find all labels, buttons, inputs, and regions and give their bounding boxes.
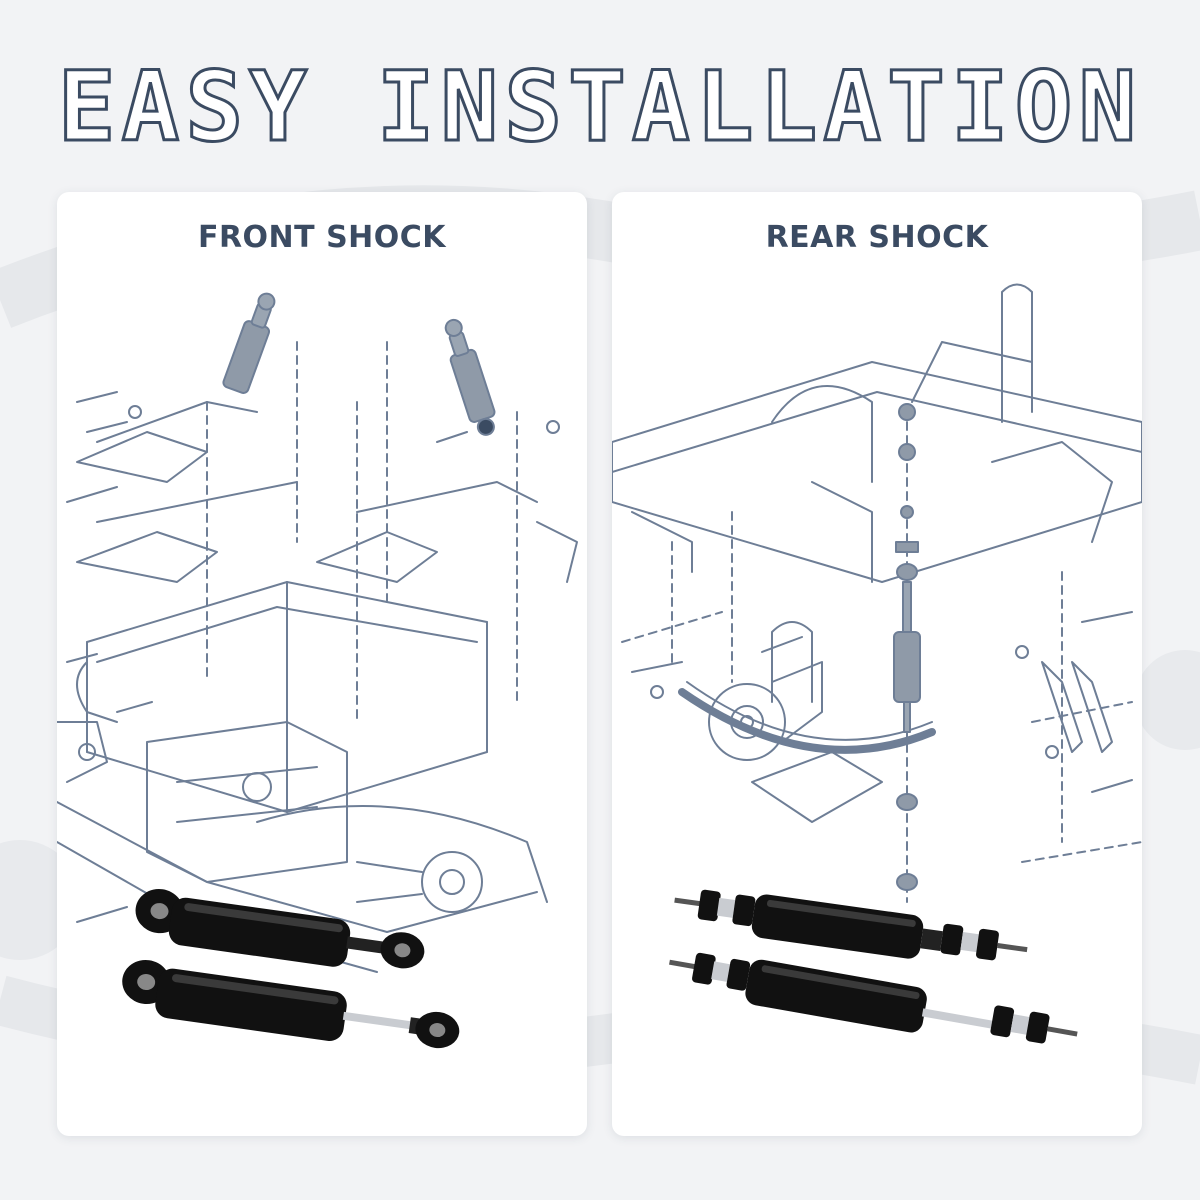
front-suspension-diagram-icon: [57, 292, 578, 973]
headline: EASY INSTALLATION: [56, 51, 1143, 164]
rear-suspension-diagram-icon: [612, 283, 1142, 903]
front-shock-absorber-pair-icon: [122, 889, 460, 1049]
front-shock-panel: FRONT SHOCK: [57, 192, 587, 1136]
rear-shock-title: REAR SHOCK: [765, 220, 989, 255]
front-shock-title: FRONT SHOCK: [197, 220, 447, 255]
rear-shock-panel: REAR SHOCK: [612, 192, 1142, 1136]
rear-shock-absorber-pair-icon: [669, 889, 1078, 1044]
